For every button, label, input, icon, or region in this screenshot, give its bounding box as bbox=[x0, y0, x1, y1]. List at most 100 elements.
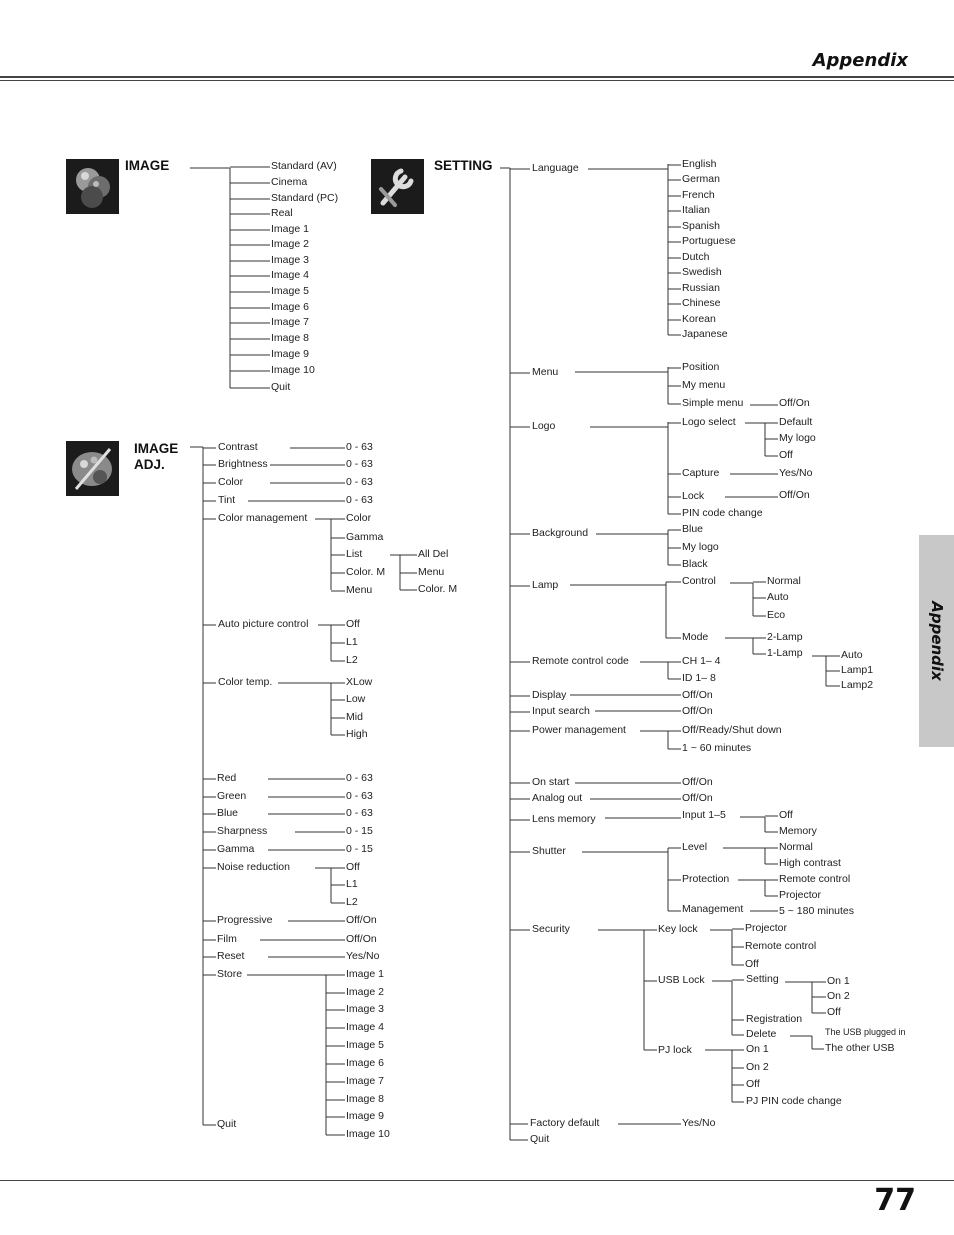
image-menu-item: Quit bbox=[271, 381, 291, 393]
setting-value: Yes/No bbox=[682, 1117, 716, 1129]
menu-item: Position bbox=[682, 361, 720, 373]
setting-value: 0 - 63 bbox=[346, 790, 373, 802]
pj-lock-item: On 1 bbox=[746, 1043, 769, 1055]
store-item: Image 3 bbox=[346, 1003, 384, 1015]
key-lock-item: Projector bbox=[745, 922, 788, 934]
security-item: USB Lock bbox=[658, 974, 705, 986]
shutter-item: Protection bbox=[682, 873, 730, 885]
palette-brush-icon bbox=[66, 441, 119, 496]
setting-value: Off/On bbox=[682, 776, 713, 788]
store-item: Image 5 bbox=[346, 1039, 384, 1051]
key-lock-item: Remote control bbox=[745, 940, 817, 952]
lamp-mode-item: 2-Lamp bbox=[767, 631, 803, 643]
image-adj-menu-item: Blue bbox=[217, 807, 239, 819]
background-item: My logo bbox=[682, 541, 719, 553]
image-menu-item: Image 4 bbox=[271, 269, 309, 281]
background-item: Blue bbox=[682, 523, 704, 535]
setting-menu-item: Menu bbox=[532, 366, 559, 378]
logo-select-item: Default bbox=[779, 416, 813, 428]
setting-value: Off/On bbox=[346, 933, 377, 945]
image-adj-menu-item: Color temp. bbox=[218, 676, 273, 688]
logo-item: Capture bbox=[682, 467, 720, 479]
lamp-control-item: Eco bbox=[767, 609, 786, 621]
noise-reduction-item: L1 bbox=[346, 878, 358, 890]
menu-item: My menu bbox=[682, 379, 726, 391]
power-item: Off/Ready/Shut down bbox=[682, 724, 782, 736]
remote-item: ID 1– 8 bbox=[682, 672, 716, 684]
color-temp-item: High bbox=[346, 728, 368, 740]
remote-item: CH 1– 4 bbox=[682, 655, 721, 667]
setting-menu-item: Analog out bbox=[532, 792, 583, 804]
shutter-level-item: High contrast bbox=[779, 857, 841, 869]
image-menu-item: Standard (PC) bbox=[271, 192, 339, 204]
page-header-title: Appendix bbox=[812, 50, 908, 71]
language-item: Swedish bbox=[682, 266, 722, 278]
one-lamp-item: Lamp2 bbox=[841, 679, 874, 691]
setting-value: 0 - 63 bbox=[346, 458, 373, 470]
setting-menu-item: On start bbox=[532, 776, 570, 788]
shutter-protection-item: Projector bbox=[779, 889, 822, 901]
image-menu-item: Cinema bbox=[271, 176, 308, 188]
setting-value: Off/On bbox=[779, 489, 810, 501]
color-mgmt-item: List bbox=[346, 548, 363, 560]
image-adj-menu-item: Red bbox=[217, 772, 237, 784]
image-adj-menu-item: Contrast bbox=[218, 441, 258, 453]
setting-value: Yes/No bbox=[779, 467, 813, 479]
image-adj-menu-item: Color bbox=[218, 476, 244, 488]
image-adj-menu-item: Color management bbox=[218, 512, 308, 524]
lamp-item: Mode bbox=[682, 631, 709, 643]
image-menu-item: Image 2 bbox=[271, 238, 309, 250]
logo-item: Lock bbox=[682, 490, 705, 502]
auto-picture-item: L2 bbox=[346, 654, 358, 666]
setting-value: 0 - 63 bbox=[346, 807, 373, 819]
header-rule bbox=[0, 76, 954, 78]
setting-menu-item: Shutter bbox=[532, 845, 566, 857]
security-item: PJ lock bbox=[658, 1044, 692, 1056]
image-menu-item: Image 8 bbox=[271, 332, 309, 344]
image-adj-menu-item: Noise reduction bbox=[217, 861, 290, 873]
setting-value: 0 - 15 bbox=[346, 843, 373, 855]
lens-input-item: Off bbox=[779, 809, 793, 821]
setting-menu-item: Quit bbox=[530, 1133, 550, 1145]
lamp-mode-item: 1-Lamp bbox=[767, 647, 803, 659]
usb-setting-item: On 1 bbox=[827, 975, 850, 987]
setting-menu-item: Lamp bbox=[532, 579, 559, 591]
image-adj-menu-item: Brightness bbox=[218, 458, 268, 470]
setting-value: 0 - 63 bbox=[346, 476, 373, 488]
noise-reduction-item: Off bbox=[346, 861, 360, 873]
logo-item: PIN code change bbox=[682, 507, 763, 519]
key-lock-item: Off bbox=[745, 958, 759, 970]
color-mgmt-item: Color. M bbox=[346, 566, 386, 578]
color-temp-item: Mid bbox=[346, 711, 363, 723]
color-list-item: All Del bbox=[418, 548, 449, 560]
lens-input-item: Memory bbox=[779, 825, 817, 837]
setting-value: 0 - 15 bbox=[346, 825, 373, 837]
language-item: Chinese bbox=[682, 297, 721, 309]
language-item: English bbox=[682, 158, 717, 170]
setting-menu-item: Factory default bbox=[530, 1117, 600, 1129]
lens-item: Input 1–5 bbox=[682, 809, 726, 821]
wrench-icon bbox=[371, 159, 424, 214]
store-item: Image 8 bbox=[346, 1093, 384, 1105]
store-item: Image 9 bbox=[346, 1110, 384, 1122]
usb-lock-item: Delete bbox=[746, 1028, 777, 1040]
color-list-item: Color. M bbox=[418, 583, 458, 595]
setting-value: Yes/No bbox=[346, 950, 380, 962]
store-item: Image 7 bbox=[346, 1075, 384, 1087]
language-item: Korean bbox=[682, 313, 716, 325]
language-item: Italian bbox=[682, 204, 711, 216]
setting-value: 0 - 63 bbox=[346, 441, 373, 453]
color-mgmt-item: Menu bbox=[346, 584, 373, 596]
section-image-label: IMAGE bbox=[125, 158, 170, 173]
lamp-item: Control bbox=[682, 575, 716, 587]
image-menu-item: Image 9 bbox=[271, 348, 309, 360]
setting-value: Off/On bbox=[682, 705, 713, 717]
setting-value: Off/On bbox=[682, 792, 713, 804]
shutter-protection-item: Remote control bbox=[779, 873, 851, 885]
store-item: Image 6 bbox=[346, 1057, 384, 1069]
usb-delete-item: The other USB bbox=[825, 1042, 895, 1054]
language-item: Dutch bbox=[682, 251, 710, 263]
shutter-item: Management bbox=[682, 903, 744, 915]
